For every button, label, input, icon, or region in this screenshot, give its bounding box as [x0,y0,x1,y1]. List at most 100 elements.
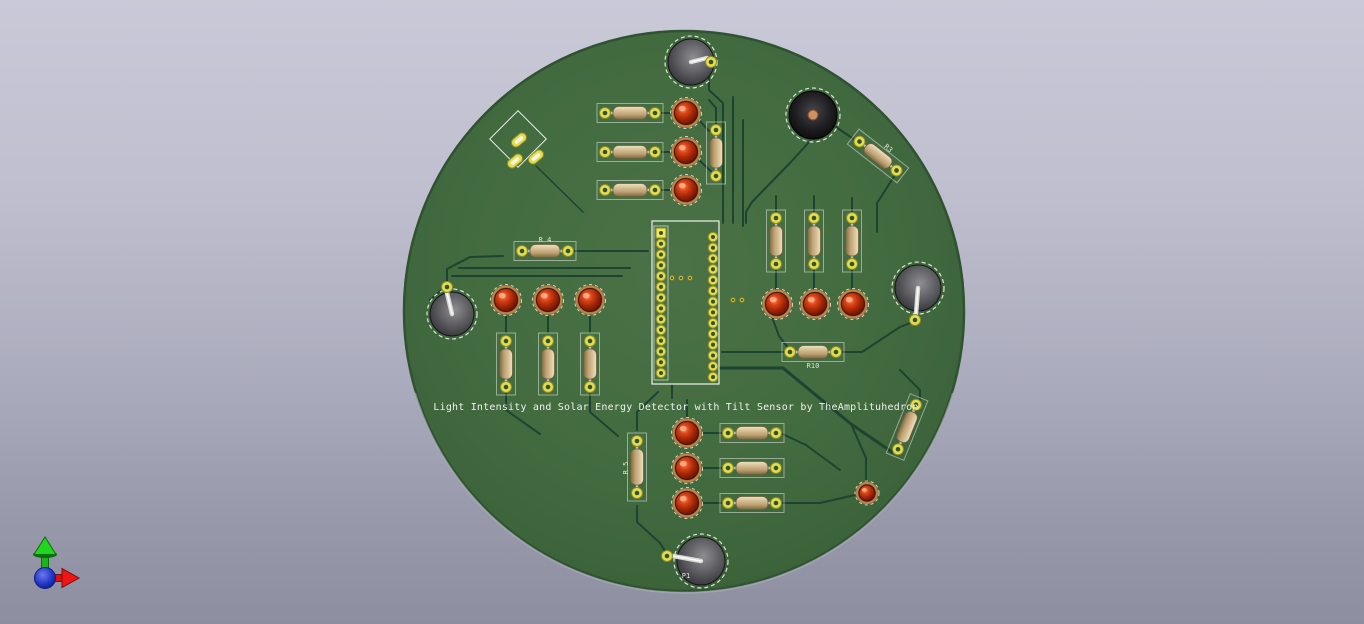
pcb-board [402,29,966,593]
pad-hole [602,187,608,193]
via-hole [689,277,691,279]
led [671,487,703,519]
electrolytic-capacitor [661,533,729,589]
resistor-body [769,225,783,257]
pad-hole [849,261,855,267]
copper-trace [698,119,710,132]
led-pad-ring [491,285,521,315]
led-silk-circle [761,288,793,320]
led-dome [858,484,876,502]
led-silk-circle [854,480,880,506]
resistor [596,142,664,162]
led-highlight [679,460,687,467]
led-pad-ring [671,137,701,167]
led [670,97,702,129]
resistor-silk-outline [846,128,910,184]
copper-trace [589,393,619,437]
pad-hole [658,317,664,322]
pad-hole [658,284,664,289]
pad-hole [833,349,839,355]
pad-hole [857,139,862,144]
resistor-silk-outline [719,423,785,443]
led-dome [675,491,699,515]
led-silk-circle [799,288,831,320]
led-pad-ring [762,289,792,319]
led-highlight [678,105,686,112]
pad-hole [725,500,731,506]
capacitor-lead-highlight [446,292,453,315]
pad-hole [894,168,899,173]
resistor-silk-outline [842,209,862,273]
resistor-silk-outline [513,241,577,261]
copper-trace [837,321,914,353]
pad-hole [658,241,664,246]
resistor-silk-outline [885,393,929,461]
reference-designator: P1 [682,572,690,580]
components-layer [426,35,945,589]
led [761,288,793,320]
resistor-body [612,106,648,120]
pad-hole [710,364,716,369]
pad-hole [710,245,716,250]
resistor [885,393,929,461]
capacitor-lead-highlight [690,57,708,63]
tilt-switch-footprint [489,110,547,169]
led-pad-ring [671,98,701,128]
led-highlight [769,296,777,303]
led-dome [674,140,698,164]
pad-hole [710,288,716,293]
resistor [804,209,824,273]
pad-hole [710,278,716,283]
led-dome [578,288,602,312]
led-pad-ring [672,488,702,518]
resistor-body [529,244,561,258]
switch-pad-slot [510,157,520,165]
resistor-body [612,183,648,197]
pad-hole [545,338,551,344]
resistor-body [807,225,821,257]
led-dome [841,292,865,316]
led-highlight [807,296,815,303]
led-silk-circle [671,417,703,449]
ic-silk-inner [653,225,669,381]
resistor-body [845,225,859,257]
led [532,284,564,316]
pad-hole [658,274,664,279]
resistor-body [499,348,513,380]
led-pad-ring [800,289,830,319]
via-hole [741,299,743,301]
led-pad-ring [855,481,879,505]
resistor [781,342,845,362]
capacitor-lead-highlight [915,287,919,315]
led-pad-ring [671,175,701,205]
resistor [719,423,785,443]
led-highlight [678,182,686,189]
capacitor-silk-circle [673,533,729,589]
axis-orientation-gizmo [33,536,81,589]
ic-socket-footprint [651,220,720,385]
pad-hole [659,231,663,235]
copper-trace [708,69,724,224]
copper-trace [777,494,856,504]
led [671,417,703,449]
z-axis-origin-sphere [34,567,56,589]
pad-hole [773,465,779,471]
pad-hole [913,402,919,408]
led-highlight [582,292,590,299]
pad-hole [710,299,716,304]
pad-hole [658,360,664,365]
pad-hole [773,500,779,506]
pad-hole [658,263,664,268]
pad-hole [652,149,658,155]
resistor-silk-outline [766,209,786,273]
resistor [538,332,558,396]
pad-hole [849,215,855,221]
copper-trace [899,369,921,404]
led-silk-circle [670,174,702,206]
pad-hole [710,256,716,261]
pad-hole [713,127,719,133]
pad-hole [664,553,670,559]
